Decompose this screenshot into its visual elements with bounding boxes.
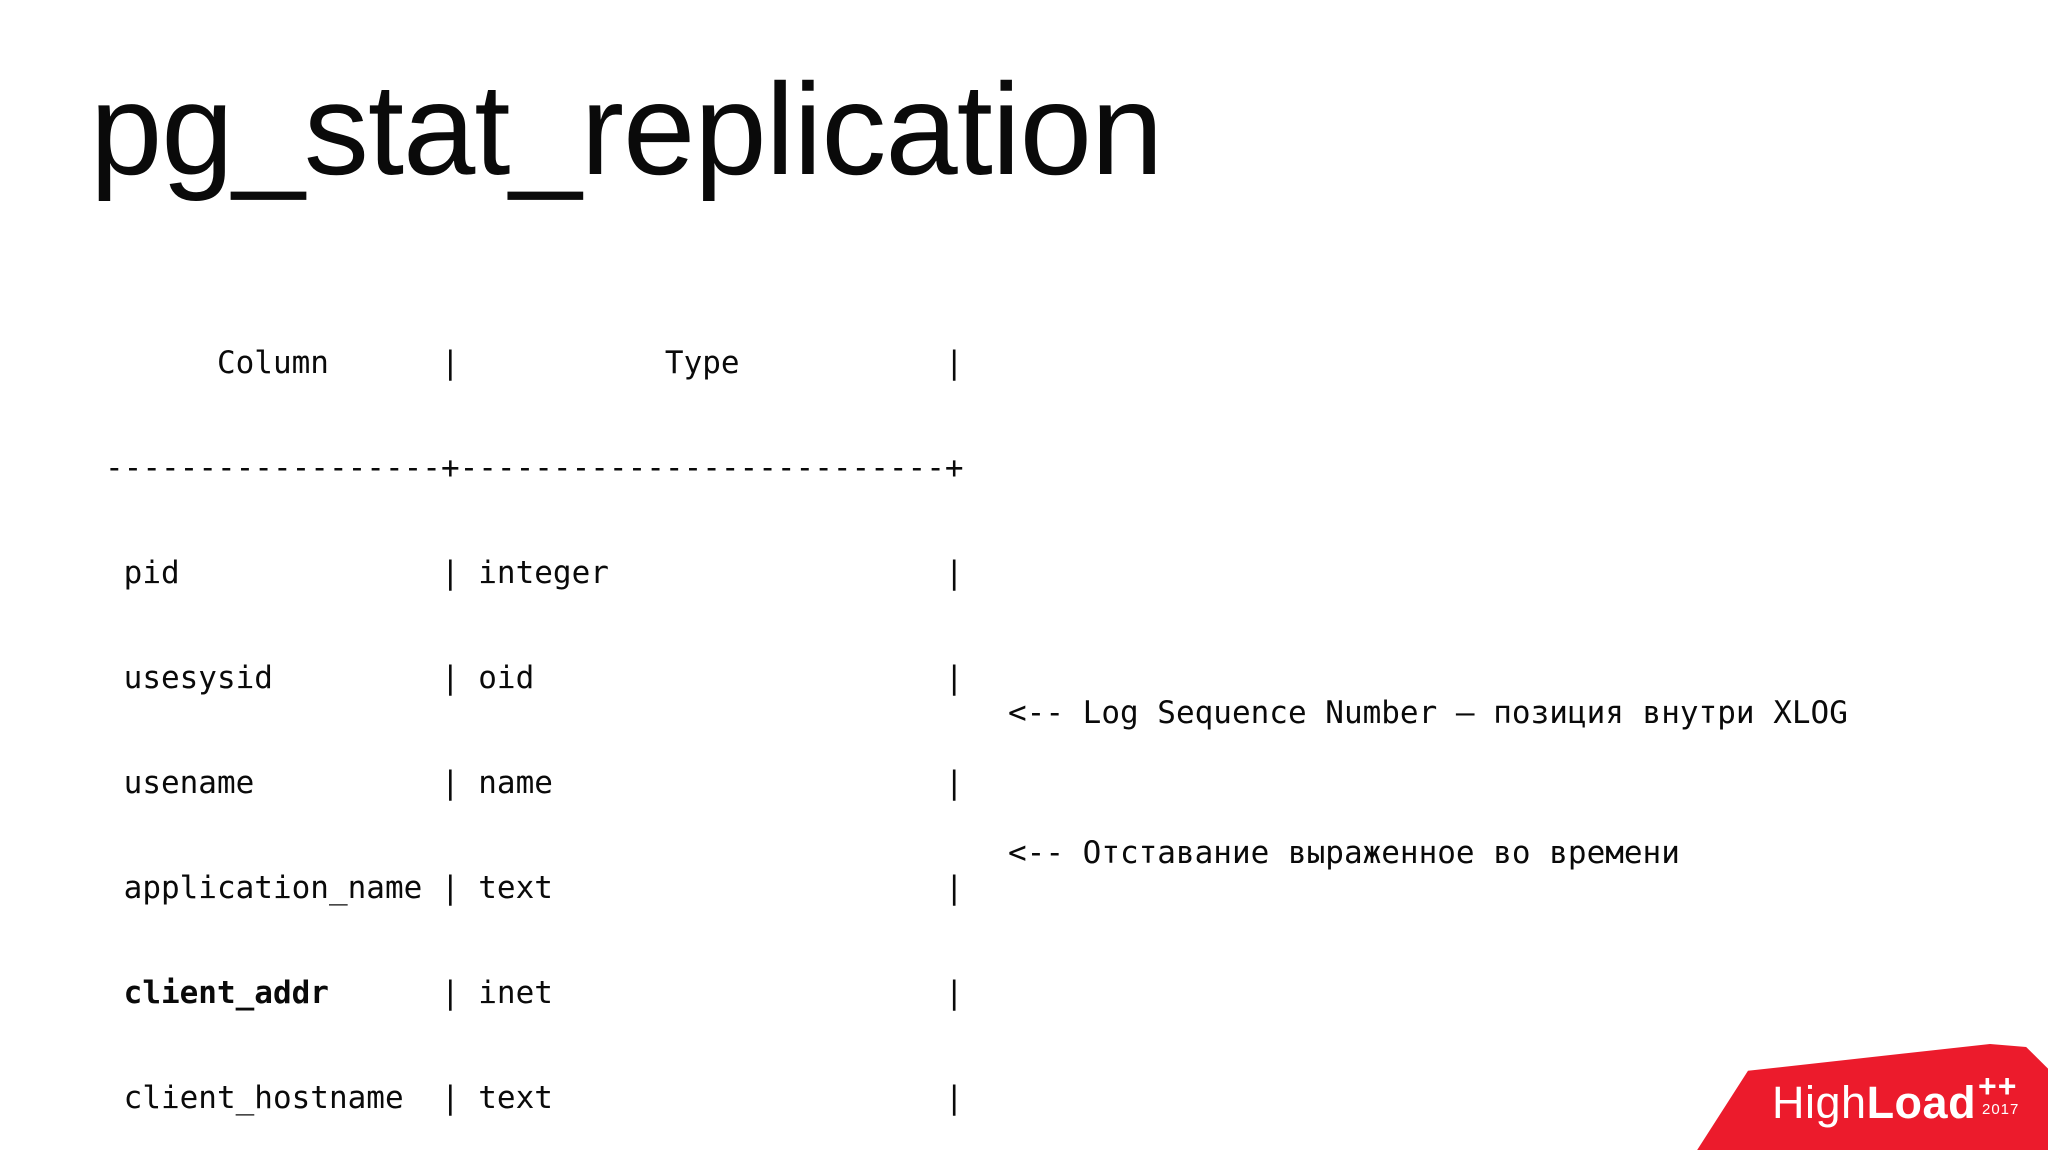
column-name: usesysid <box>123 660 273 696</box>
column-type: text <box>478 870 553 906</box>
table-header-type: Type <box>664 345 740 381</box>
table-row: usename | name | <box>105 766 964 801</box>
column-separator: | <box>944 765 964 801</box>
column-separator: | <box>440 660 460 696</box>
column-separator: | <box>440 555 460 591</box>
column-separator: | <box>440 765 460 801</box>
column-separator: | <box>944 870 964 906</box>
highload-logo-wordmark: HighLoad <box>1772 1080 1976 1125</box>
column-name: application_name <box>123 870 423 906</box>
logo-year: 2017 <box>1982 1101 2020 1118</box>
table-row: client_hostname | text | <box>105 1081 964 1116</box>
column-name: usename <box>123 765 255 801</box>
logo-brand-bold: Load <box>1866 1077 1977 1128</box>
column-type: inet <box>478 975 553 1011</box>
table-separator-row: ------------------+---------------------… <box>105 450 964 486</box>
column-type: integer <box>478 555 609 591</box>
column-separator: | <box>944 555 964 591</box>
table-header-column: Column <box>216 345 329 381</box>
page-title: pg_stat_replication <box>90 56 1163 202</box>
table-row: usesysid | oid | <box>105 661 964 696</box>
column-separator: | <box>944 1080 964 1116</box>
column-separator: | <box>944 975 964 1011</box>
table-header-row: Column | Type | <box>105 346 964 381</box>
column-type: name <box>478 765 553 801</box>
psql-output-table: Column | Type | ------------------+--------… <box>105 276 964 1150</box>
logo-brand-light: High <box>1772 1077 1867 1128</box>
column-separator: | <box>440 975 460 1011</box>
table-row: application_name | text | <box>105 871 964 906</box>
column-name: client_hostname <box>123 1080 404 1116</box>
column-name: client_addr <box>123 975 329 1011</box>
column-separator: | <box>440 870 460 906</box>
annotation-lag: <-- Отставание выраженное во времени <box>1008 835 1680 871</box>
column-separator: | <box>440 1080 460 1116</box>
column-separator: | <box>944 660 964 696</box>
logo-plus-plus: ++ <box>1978 1068 2018 1104</box>
column-type: text <box>478 1080 553 1116</box>
table-row: client_addr | inet | <box>105 976 964 1011</box>
column-name: pid <box>123 555 180 591</box>
column-type: oid <box>478 660 535 696</box>
column-separator: | <box>440 345 460 381</box>
highload-logo: HighLoad ++ 2017 <box>1697 1043 2048 1150</box>
column-separator: | <box>944 345 964 381</box>
table-row: pid | integer | <box>105 556 964 591</box>
annotation-lsn: <-- Log Sequence Number — позиция внутри… <box>1008 695 1848 731</box>
